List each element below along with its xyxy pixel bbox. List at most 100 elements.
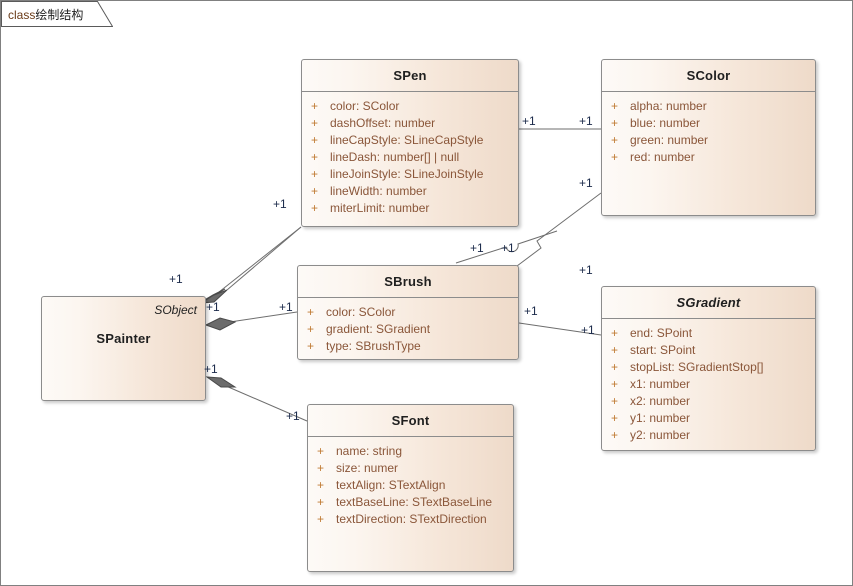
attribute-text: type: SBrushType (326, 339, 421, 353)
class-box-spainter[interactable]: SObject SPainter (41, 296, 206, 401)
link-spainter-sbrush[interactable] (222, 311, 298, 324)
class-box-sbrush[interactable]: SBrush + color: SColor + gradient: SGrad… (297, 265, 519, 360)
attribute-text: blue: number (630, 116, 701, 130)
multiplicity-label: +1 (501, 241, 515, 255)
diagram-title-tab[interactable]: class绘制结构 (1, 1, 113, 27)
attribute-row: + start: SPoint (602, 342, 815, 359)
link-spainter-spen[interactable] (218, 226, 302, 293)
diagram-title-keyword: class (8, 8, 36, 22)
attribute-row: + lineDash: number[] | null (302, 149, 518, 166)
attribute-row: + x2: number (602, 393, 815, 410)
tab-shape-icon (1, 1, 113, 27)
class-box-sgradient[interactable]: SGradient + end: SPoint + start: SPoint … (601, 286, 816, 451)
multiplicity-label: +1 (579, 263, 593, 277)
attribute-text: x1: number (630, 377, 691, 391)
class-name-spen: SPen (393, 68, 427, 83)
multiplicity-label: +1 (286, 409, 300, 423)
class-name-sbrush: SBrush (384, 274, 432, 289)
class-attributes-sbrush: + color: SColor + gradient: SGradient + … (298, 298, 518, 359)
attribute-row: + dashOffset: number (302, 115, 518, 132)
class-name-sgradient: SGradient (676, 295, 741, 310)
multiplicity-label: +1 (169, 272, 183, 286)
attribute-text: end: SPoint (630, 326, 693, 340)
class-header-sgradient: SGradient (602, 287, 815, 319)
class-name-spainter: SPainter (96, 331, 151, 346)
attribute-visibility: + (317, 461, 325, 475)
link-spen-spainter-diagonal[interactable] (226, 226, 302, 291)
attribute-visibility: + (611, 326, 619, 340)
multiplicity-label: +1 (273, 197, 287, 211)
attribute-visibility: + (307, 305, 315, 319)
attribute-visibility: + (611, 133, 619, 147)
attribute-row: + green: number (602, 132, 815, 149)
attribute-visibility: + (611, 428, 619, 442)
class-box-sfont[interactable]: SFont + name: string + size: numer + tex… (307, 404, 514, 572)
attribute-text: gradient: SGradient (326, 322, 431, 336)
class-header-sbrush: SBrush (298, 266, 518, 298)
attribute-visibility: + (311, 116, 319, 130)
attribute-text: lineDash: number[] | null (330, 150, 460, 164)
attribute-visibility: + (611, 411, 619, 425)
attribute-row: + blue: number (602, 115, 815, 132)
attribute-text: textBaseLine: STextBaseLine (336, 495, 493, 509)
attribute-visibility: + (311, 133, 319, 147)
attribute-row: + lineWidth: number (302, 183, 518, 200)
aggregation-diamond-sfont (205, 376, 237, 388)
attribute-row: + textAlign: STextAlign (308, 477, 513, 494)
attribute-row: + y2: number (602, 427, 815, 444)
attribute-visibility: + (611, 377, 619, 391)
link-spainter-sfont[interactable] (225, 385, 308, 422)
class-attributes-sgradient: + end: SPoint + start: SPoint + stopList… (602, 319, 815, 448)
attribute-text: y2: number (630, 428, 691, 442)
link-sbrush-scolor[interactable] (512, 192, 602, 270)
multiplicity-label: +1 (279, 300, 293, 314)
attribute-visibility: + (611, 99, 619, 113)
diagram-title-text: class绘制结构 (8, 6, 83, 23)
class-attributes-scolor: + alpha: number + blue: number + green: … (602, 92, 815, 170)
attribute-text: start: SPoint (630, 343, 696, 357)
attribute-text: x2: number (630, 394, 691, 408)
attribute-visibility: + (611, 150, 619, 164)
attribute-text: dashOffset: number (330, 116, 436, 130)
attribute-row: + textBaseLine: STextBaseLine (308, 494, 513, 511)
attribute-visibility: + (311, 167, 319, 181)
attribute-text: name: string (336, 444, 403, 458)
attribute-text: alpha: number (630, 99, 707, 113)
attribute-text: textDirection: STextDirection (336, 512, 487, 526)
attribute-row: + lineCapStyle: SLineCapStyle (302, 132, 518, 149)
attribute-row: + alpha: number (602, 98, 815, 115)
attribute-visibility: + (611, 116, 619, 130)
attribute-row: + gradient: SGradient (298, 321, 518, 338)
attribute-row: + name: string (308, 443, 513, 460)
multiplicity-label: +1 (581, 323, 595, 337)
class-header-sfont: SFont (308, 405, 513, 437)
attribute-visibility: + (317, 444, 325, 458)
link-sbrush-sgradient-upper[interactable] (455, 230, 558, 264)
attribute-visibility: + (317, 478, 325, 492)
link-sbrush-sgradient[interactable] (518, 322, 602, 336)
attribute-row: + lineJoinStyle: SLineJoinStyle (302, 166, 518, 183)
class-box-scolor[interactable]: SColor + alpha: number + blue: number + … (601, 59, 816, 216)
attribute-visibility: + (311, 99, 319, 113)
attribute-visibility: + (317, 512, 325, 526)
attribute-visibility: + (311, 201, 319, 215)
attribute-visibility: + (611, 343, 619, 357)
class-box-spen[interactable]: SPen + color: SColor + dashOffset: numbe… (301, 59, 519, 227)
aggregation-diamond-sbrush (204, 317, 237, 331)
attribute-row: + type: SBrushType (298, 338, 518, 355)
class-stereotype-spainter: SObject (154, 303, 197, 317)
attribute-row: + textDirection: STextDirection (308, 511, 513, 528)
attribute-visibility: + (611, 394, 619, 408)
multiplicity-label: +1 (579, 176, 593, 190)
multiplicity-label: +1 (204, 362, 218, 376)
attribute-text: textAlign: STextAlign (336, 478, 446, 492)
attribute-text: red: number (630, 150, 695, 164)
multiplicity-label: +1 (470, 241, 484, 255)
multiplicity-label: +1 (206, 300, 220, 314)
class-name-sfont: SFont (391, 413, 430, 428)
attribute-visibility: + (307, 322, 315, 336)
attribute-text: color: SColor (330, 99, 400, 113)
class-name-scolor: SColor (686, 68, 731, 83)
attribute-text: lineJoinStyle: SLineJoinStyle (330, 167, 484, 181)
